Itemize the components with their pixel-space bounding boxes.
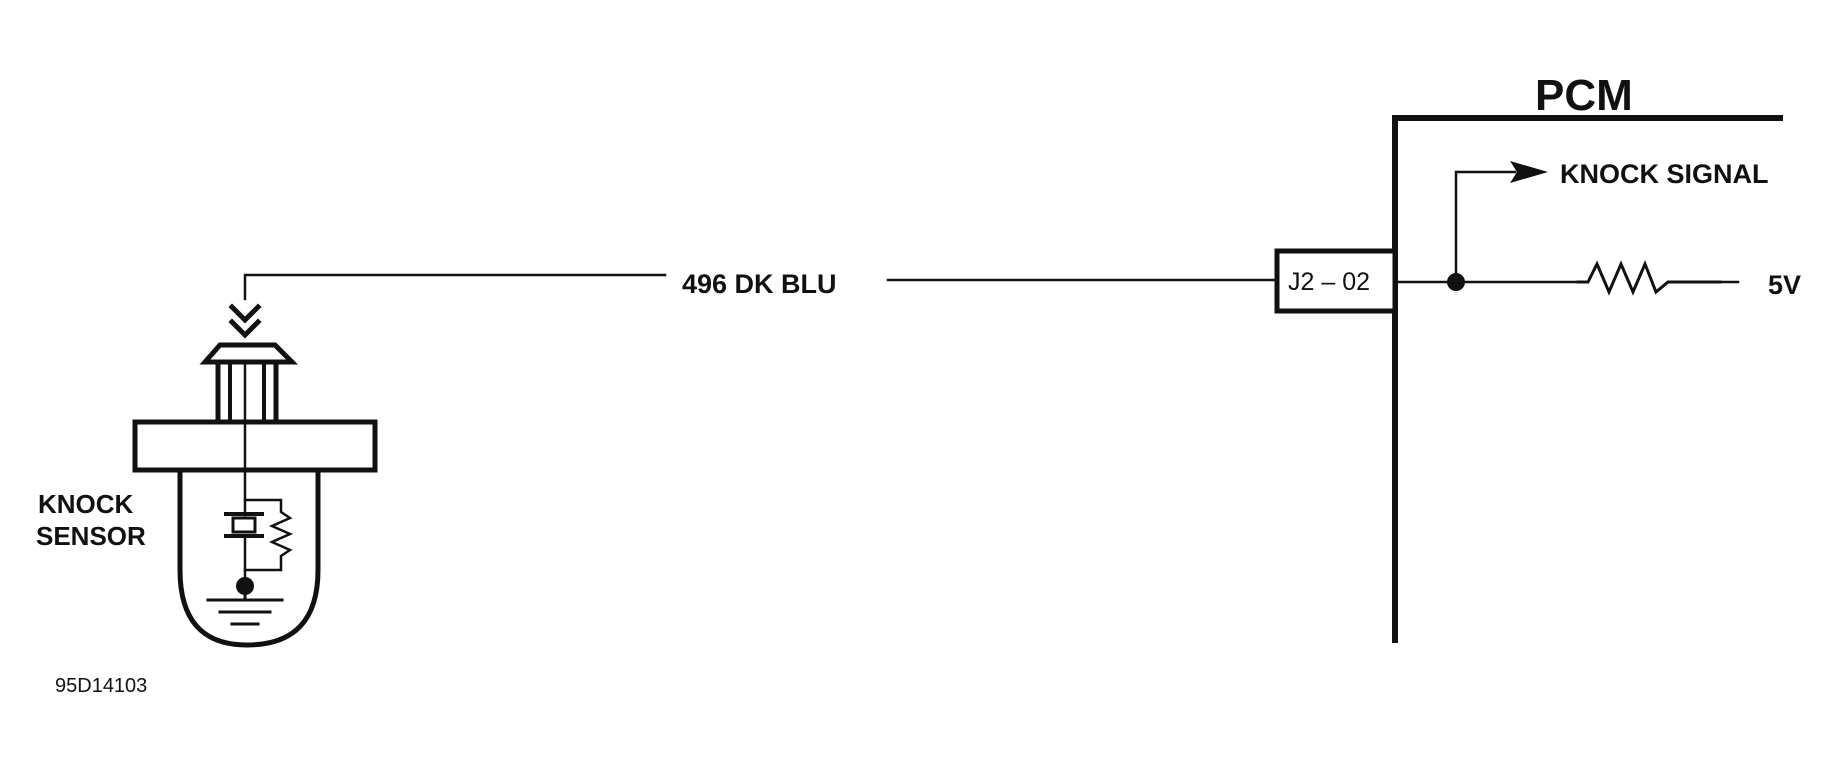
wire-color-label: 496 DK BLU: [682, 269, 837, 299]
knock-signal-branch: [1454, 170, 1517, 284]
sensor-flange: [132, 419, 378, 473]
figure-code: 95D14103: [55, 675, 147, 697]
sensor-body: [177, 467, 321, 648]
pcm-module: PCM: [1392, 71, 1783, 643]
pcm-internal-circuit: 5V KNOCK SIGNAL: [1393, 159, 1801, 300]
sensor-cap: [199, 342, 299, 365]
connector-chevron-icon: [228, 303, 262, 339]
connector-label: J2 – 02: [1288, 268, 1370, 296]
pcm-boundary: [1392, 115, 1783, 643]
arrow-icon: [1510, 161, 1548, 183]
supply-voltage-label: 5V: [1768, 270, 1801, 300]
harness-wire: 496 DK BLU: [243, 269, 1279, 301]
pcm-title: PCM: [1535, 71, 1633, 120]
piezo-crystal-icon: [231, 516, 257, 534]
wire-left-segment: [243, 273, 667, 301]
connector-j2-02: J2 – 02: [1274, 248, 1398, 314]
knock-sensor: KNOCK SENSOR: [36, 303, 378, 648]
sensor-label-line1: KNOCK: [38, 489, 134, 519]
sensor-stem: [215, 359, 279, 425]
ground-icon: [206, 584, 284, 626]
knock-signal-label: KNOCK SIGNAL: [1560, 159, 1769, 189]
sensor-resistor-icon: [243, 498, 294, 572]
resistor-icon: [1576, 260, 1722, 296]
sensor-label-line2: SENSOR: [36, 521, 146, 551]
